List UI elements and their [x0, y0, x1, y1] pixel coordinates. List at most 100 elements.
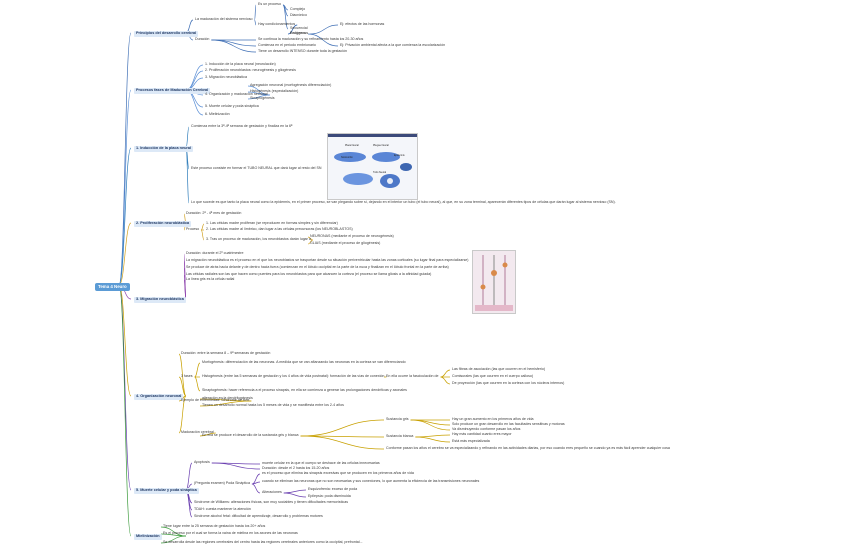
- subtopic[interactable]: De proyección (las que ocurren en la cor…: [452, 381, 565, 385]
- subtopic[interactable]: Conforme pasan los años el cerebro se va…: [386, 446, 670, 450]
- subtopic[interactable]: Se desarrolla desde las regiones cerebra…: [163, 540, 363, 544]
- subtopic[interactable]: 3 fases: [181, 374, 193, 378]
- subtopic[interactable]: (Pregunta examen) Poda Sináptica: [194, 481, 250, 485]
- subtopic[interactable]: Está más especializada: [452, 439, 490, 443]
- subtopic[interactable]: Es el proceso por el cual se forma la va…: [163, 531, 298, 535]
- branch-topic[interactable]: 2. Proliferación neuroblástica: [134, 221, 192, 227]
- subtopic[interactable]: Maduración cerebral: [181, 430, 214, 434]
- subtopic[interactable]: TDAH: cuesta mantener la atención: [194, 507, 251, 511]
- subtopic[interactable]: Se continua la maduración y su refinamie…: [258, 37, 364, 41]
- subtopic[interactable]: La migración neuroblástica es el proceso…: [186, 258, 469, 262]
- subtopic[interactable]: Tiene un desarrollo INTENSO durante toda…: [258, 49, 347, 53]
- subtopic[interactable]: Sinaptogénesis: hacer referencia a el pr…: [202, 388, 407, 392]
- subtopic[interactable]: Endógenos: [290, 31, 309, 35]
- subtopic[interactable]: Histogénesis (entre las 5 semanas de ges…: [202, 374, 385, 378]
- subtopic[interactable]: Comienza entre la 3ª-4ª semana de gestac…: [191, 124, 293, 128]
- branch-connector: [118, 32, 132, 286]
- subtopic[interactable]: Duración: desde el 2 hasta los 15-20 año…: [262, 466, 330, 470]
- branch-topic[interactable]: 5. Muerte celular y poda sináptica: [134, 488, 199, 494]
- subtopic[interactable]: Histogénesis (especialización): [250, 89, 299, 93]
- subtopic[interactable]: GLIAS (mediante el proceso de gliogénesi…: [310, 241, 381, 245]
- subtopic[interactable]: Secuencial: [290, 26, 308, 30]
- subtopic[interactable]: Comisurales (las que ocurren en el cuerp…: [452, 374, 534, 378]
- subtopic[interactable]: 3. Migración neuroblástica: [205, 75, 247, 79]
- subtopic[interactable]: cuando se eliminan las neuronas que no s…: [262, 479, 480, 483]
- subtopic[interactable]: Se produce de atrás hacia delante y de d…: [186, 265, 449, 269]
- subtopic[interactable]: Hay condicionamientos: [258, 22, 296, 26]
- topic-connector: [415, 436, 451, 443]
- topic-connector: [287, 24, 298, 35]
- subtopic[interactable]: Tiene lugar entre la 25 semana de gestac…: [163, 524, 266, 528]
- branch-connector: [118, 284, 132, 491]
- subtopic[interactable]: Solo produce un gran desarrollo en las f…: [452, 422, 565, 426]
- subtopic[interactable]: Duración: entre la semana 8 – 9ª semanas…: [181, 351, 271, 355]
- subtopic[interactable]: 2. Proliferación neuroblastos: neurogéne…: [205, 68, 296, 72]
- branch-topic[interactable]: 3. Migración neuroblástica: [134, 297, 186, 303]
- subtopic[interactable]: Comienza en el periodo embrionario: [258, 43, 316, 47]
- subtopic[interactable]: Duración: [195, 37, 210, 41]
- subtopic[interactable]: Complejo: [290, 7, 306, 11]
- subtopic[interactable]: Esquizofrenia: exceso de poda: [308, 487, 358, 491]
- subtopic[interactable]: Va disminuyendo conforme pasan los años: [452, 427, 521, 431]
- subtopic[interactable]: Diacrónico: [290, 13, 307, 17]
- subtopic[interactable]: 5. Muerte celular y poda sináptica: [205, 104, 259, 108]
- branch-topic[interactable]: 1. Inducción de la placa neural: [134, 146, 194, 152]
- subtopic[interactable]: NEURONAS (mediante el proceso de neurogé…: [310, 234, 394, 238]
- subtopic[interactable]: alteración en la dendritogénesis: [202, 396, 253, 400]
- topic-connector: [200, 229, 205, 241]
- subtopic[interactable]: 4. Organización y maduración neuronal: [205, 92, 268, 96]
- root-topic[interactable]: Tema 4 Neuro: [95, 283, 130, 292]
- subtopic[interactable]: Síndrome alcohol fetal: dificultad de ap…: [194, 514, 323, 518]
- topic-connector: [211, 462, 261, 470]
- subtopic[interactable]: 1. Las células madre proliferan (se repr…: [206, 221, 338, 225]
- subtopic[interactable]: Proceso: [186, 227, 200, 231]
- subtopic[interactable]: muerte celular en la que el cuerpo se de…: [262, 461, 380, 465]
- subtopic[interactable]: Síndrome de Williams: alteraciones físic…: [194, 500, 348, 504]
- subtopic[interactable]: Epilepsia: poda disminuida: [308, 494, 351, 498]
- subtopic[interactable]: La maduración del sistema nervioso: [195, 17, 253, 21]
- subtopic[interactable]: Tienen un desarrollo normal hasta los 5 …: [202, 403, 344, 407]
- diagram-label: Pliegue Neural: [373, 144, 389, 147]
- subtopic[interactable]: Este proceso consiste en formar el TUBO …: [191, 166, 322, 170]
- subtopic[interactable]: Sustancia blanca: [386, 434, 414, 438]
- subtopic[interactable]: 6. Mielinización: [205, 112, 230, 116]
- subtopic[interactable]: Agregación neuronal (morfogénesis difere…: [250, 83, 332, 87]
- subtopic[interactable]: Es un proceso: [258, 2, 281, 6]
- branch-topic[interactable]: Mielinización: [134, 534, 162, 540]
- subtopic[interactable]: Apoptosis: [194, 460, 210, 464]
- subtopic[interactable]: es el proceso que elimina las sinapsis e…: [262, 471, 414, 475]
- subtopic[interactable]: Hay más cantidad cuanto eres mayor: [452, 432, 512, 436]
- subtopic[interactable]: Ejemplo de enfermedad: Síndrome de Rett: [181, 398, 250, 402]
- subtopic[interactable]: Duración: durante el 2º cuatrimestre: [186, 251, 244, 255]
- neural-tube-diagram: [327, 133, 418, 200]
- subtopic[interactable]: 2. Las células madre al límbrico, dan lu…: [206, 227, 353, 231]
- subtopic[interactable]: Hay un gran aumento en los primeros años…: [452, 417, 534, 421]
- neural-fold-illustration: [334, 152, 412, 188]
- subtopic[interactable]: En ella se produce el desarrollo de la s…: [202, 433, 299, 437]
- subtopic[interactable]: Ej: efectos de las hormonas: [340, 22, 385, 26]
- subtopic[interactable]: 3. Tras un proceso de maduración, los ne…: [206, 237, 311, 241]
- subtopic[interactable]: Ej: Privación ambiental afecta a la que …: [340, 43, 446, 47]
- branch-topic[interactable]: Procesos fases de Maduración Cerebral: [134, 88, 211, 94]
- subtopic[interactable]: Exógenos: [290, 31, 306, 35]
- subtopic[interactable]: Sinaptogénesis: [250, 96, 275, 100]
- subtopic[interactable]: Duración: 2ª - 4ª mes de gestación: [186, 211, 242, 215]
- subtopic[interactable]: Alteraciones: [262, 490, 282, 494]
- subtopic[interactable]: En ella ocurre la fasciculación de: [386, 374, 439, 378]
- subtopic[interactable]: Morfogénesis: diferenciación de las neur…: [202, 360, 406, 364]
- subtopic[interactable]: La línea gris es la célula radial: [186, 277, 235, 281]
- topic-connector: [440, 376, 451, 385]
- topic-connector: [199, 400, 252, 407]
- branch-topic[interactable]: 4. Organización neuronal: [134, 394, 184, 400]
- topic-connector: [300, 419, 385, 437]
- topic-connector: [251, 473, 261, 485]
- subtopic[interactable]: Lo que sucede es que tanto la placa neur…: [191, 200, 616, 204]
- topic-connector: [251, 481, 261, 485]
- subtopic[interactable]: Sustancia gris: [386, 417, 409, 421]
- topic-connector: [211, 39, 257, 47]
- subtopic[interactable]: 1. Inducción de la placa neural (neurula…: [205, 62, 276, 66]
- branch-topic[interactable]: Principios del desarrollo cerebral: [134, 31, 199, 37]
- subtopic[interactable]: Las células radiales son las que hacen c…: [186, 272, 432, 276]
- subtopic[interactable]: Las fibras de asociación (las que ocurre…: [452, 367, 546, 371]
